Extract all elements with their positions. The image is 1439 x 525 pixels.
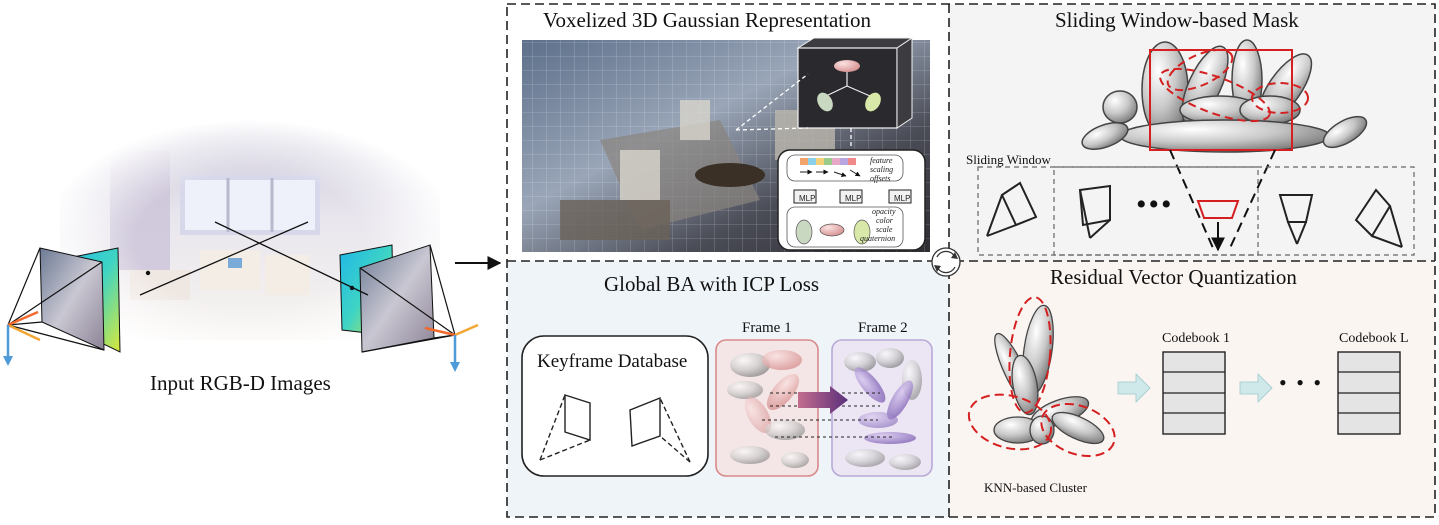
sliding-window-label: Sliding Window: [966, 152, 1051, 167]
mlp-inset: [777, 149, 926, 251]
inset-opacity: opacity: [872, 207, 896, 216]
inset-scale: scale: [876, 225, 893, 234]
masked-camera: [1196, 200, 1240, 219]
window-ellipsis: •••: [1136, 188, 1174, 221]
voxel-box-icon: [796, 37, 914, 129]
alignment-arrow: [798, 386, 848, 414]
input-camera-right: [339, 244, 479, 372]
inset-feature: feature: [870, 156, 893, 165]
frame1-label: Frame 1: [742, 320, 792, 336]
knn-cluster-shape: [967, 296, 1116, 458]
input-images-label: Input RGB-D Images: [150, 371, 331, 395]
frame1-gaussians: [727, 350, 809, 468]
frame2-label: Frame 2: [858, 320, 908, 336]
gaussian-cluster: [1081, 39, 1368, 153]
keyframe-database-label: Keyframe Database: [537, 351, 688, 372]
codebook-L: [1337, 351, 1401, 435]
teal-arrow: [1239, 373, 1273, 403]
rvq-title: Residual Vector Quantization: [1050, 265, 1297, 289]
mlp-label: MLP: [799, 194, 816, 203]
codebook-1: [1162, 351, 1226, 435]
voxel-render-image: [522, 40, 930, 252]
teal-arrow: [1117, 373, 1151, 403]
inset-color: color: [876, 216, 893, 225]
keyframe-cameras: [539, 394, 691, 463]
inset-scaling: scaling: [870, 165, 894, 174]
keyframe-database-box: [521, 335, 709, 477]
inset-quaternion: quaternion: [860, 234, 896, 243]
codebook-ellipsis: • • •: [1279, 370, 1324, 395]
global-ba-title: Global BA with ICP Loss: [604, 272, 820, 296]
camera-icons: [986, 181, 1403, 248]
ray-line: [214, 221, 369, 296]
codebook1-label: Codebook 1: [1162, 331, 1231, 346]
frame2-gaussians: [844, 348, 922, 470]
inset-offsets: offsets: [870, 174, 891, 183]
ray-line: [139, 221, 309, 296]
mlp-label: MLP: [845, 194, 862, 203]
cycle-icon: [931, 247, 961, 277]
mlp-label: MLP: [894, 194, 911, 203]
input-camera-left: [3, 247, 121, 366]
voxelized-title: Voxelized 3D Gaussian Representation: [543, 8, 871, 32]
knn-cluster-label: KNN-based Cluster: [984, 480, 1087, 495]
sliding-window-title: Sliding Window-based Mask: [1055, 8, 1299, 32]
codebookL-label: Codebook L: [1339, 331, 1409, 346]
